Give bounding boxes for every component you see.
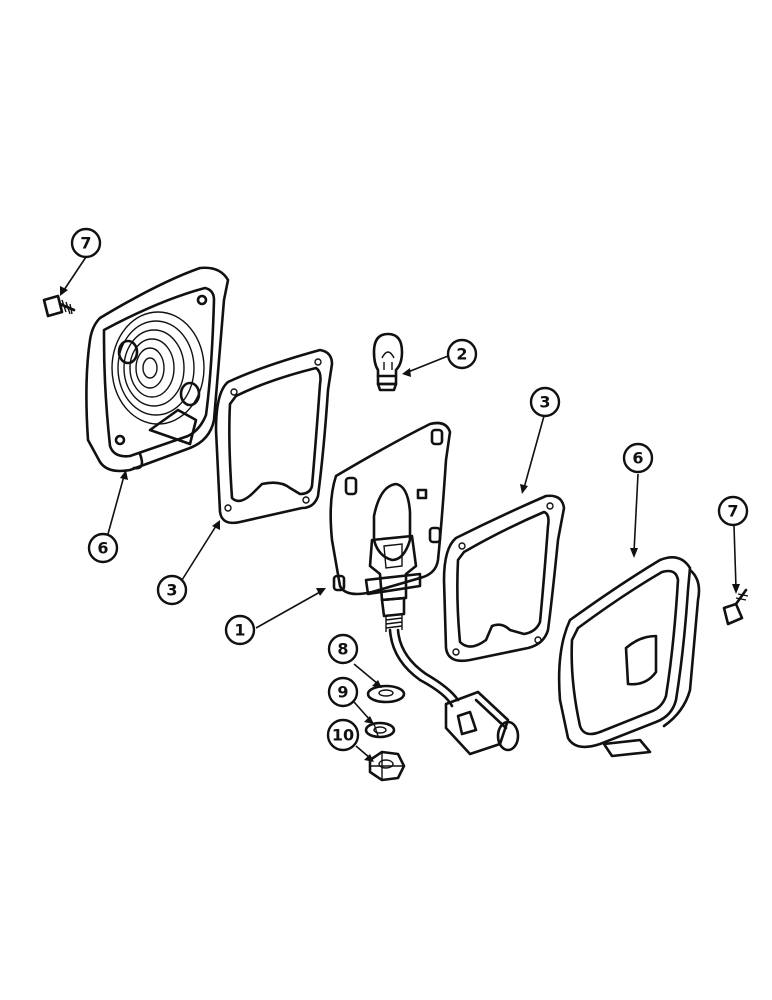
callout-6-right: 6: [622, 442, 654, 474]
svg-text:7: 7: [80, 234, 91, 253]
svg-text:6: 6: [632, 449, 643, 468]
svg-text:3: 3: [166, 581, 177, 600]
svg-text:6: 6: [97, 539, 108, 558]
lens: [557, 556, 701, 758]
svg-text:1: 1: [234, 621, 245, 640]
svg-text:8: 8: [337, 640, 348, 659]
callout-3-left: 3: [156, 574, 188, 606]
leader-lines: [60, 256, 740, 762]
svg-text:10: 10: [332, 726, 354, 745]
screw-left: [42, 294, 76, 318]
bulb: [372, 332, 404, 392]
hex-nut: [368, 750, 406, 782]
gasket-right: [442, 494, 566, 663]
svg-text:7: 7: [727, 502, 738, 521]
mounting-plate: [329, 421, 520, 756]
gasket-left: [214, 348, 334, 525]
callout-2: 2: [446, 338, 478, 370]
callout-7-right: 7: [717, 495, 749, 527]
callout-3-right: 3: [529, 386, 561, 418]
svg-text:2: 2: [456, 345, 467, 364]
svg-text:3: 3: [539, 393, 550, 412]
callout-1: 1: [224, 614, 256, 646]
screw-right: [722, 588, 749, 626]
lock-washer: [364, 721, 396, 739]
callout-7-left: 7: [70, 227, 102, 259]
callout-10: 10: [326, 718, 360, 752]
flat-washer: [366, 684, 406, 704]
callout-9: 9: [327, 676, 359, 708]
callout-6-left: 6: [87, 532, 119, 564]
rear-housing: [85, 266, 230, 473]
callout-8: 8: [327, 633, 359, 665]
svg-text:9: 9: [337, 683, 348, 702]
